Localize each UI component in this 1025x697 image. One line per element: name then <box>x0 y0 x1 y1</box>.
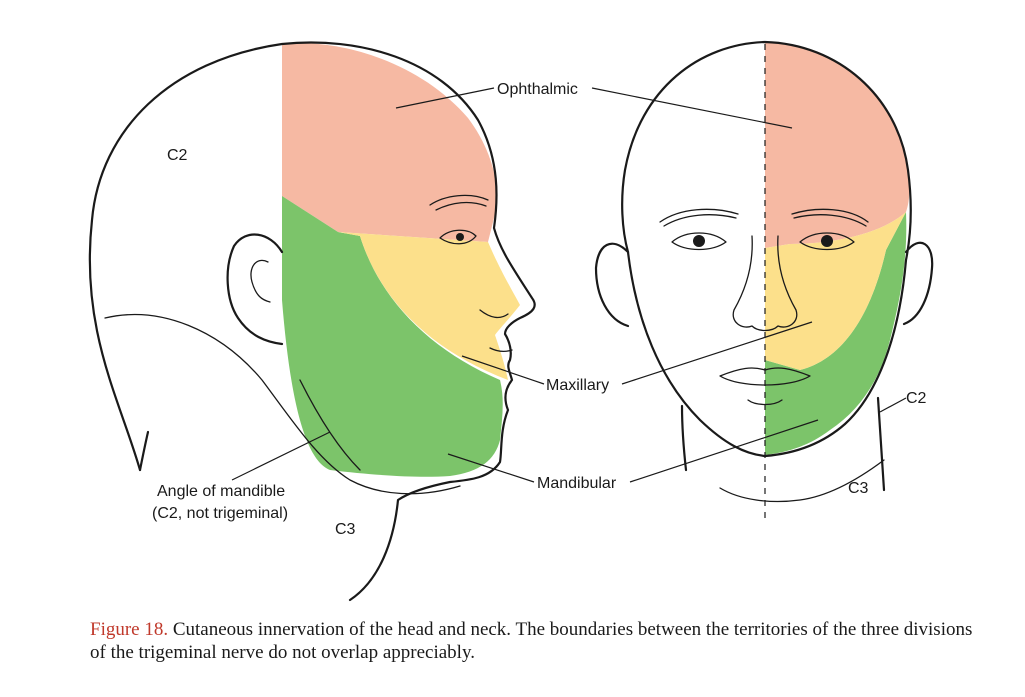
profile-ophthalmic-region <box>282 43 497 242</box>
profile-c2-c3-boundary <box>104 314 461 495</box>
angle-label-line2: (C2, not trigeminal) <box>152 505 288 522</box>
profile-eyebrow <box>429 194 489 211</box>
frontal-c3-boundary <box>719 459 885 503</box>
frontal-right-eyebrow <box>791 208 869 227</box>
frontal-head <box>594 40 934 520</box>
figure-caption: Figure 18. Cutaneous innervation of the … <box>90 618 990 664</box>
frontal-left-ear <box>594 242 630 328</box>
angle-leader <box>231 431 331 481</box>
mandibular-leader-right <box>629 419 819 483</box>
caption-text: Cutaneous innervation of the head and ne… <box>90 619 973 663</box>
ophthalmic-label: Ophthalmic <box>497 81 578 98</box>
frontal-left-eye <box>671 232 727 251</box>
frontal-mouth <box>719 367 811 386</box>
figure-label: Figure 18. <box>90 619 169 640</box>
profile-head <box>88 41 536 602</box>
frontal-right-ear <box>902 241 934 326</box>
frontal-nose <box>732 235 798 332</box>
frontal-c3-label: C3 <box>848 480 869 497</box>
frontal-neck <box>680 396 886 492</box>
frontal-maxillary-region <box>765 212 906 370</box>
profile-c2-label: C2 <box>167 147 188 164</box>
frontal-right-eye <box>799 232 855 251</box>
frontal-ophthalmic-region <box>765 42 910 248</box>
frontal-left-eyebrow <box>659 208 739 227</box>
mandibular-leader-left <box>447 453 535 483</box>
profile-c3-label: C3 <box>335 521 356 538</box>
maxillary-label: Maxillary <box>546 377 609 394</box>
ophthalmic-leader-right <box>591 87 793 129</box>
maxillary-leader-right <box>621 321 813 385</box>
profile-mandibular-region <box>282 196 503 477</box>
profile-maxillary-region <box>338 232 520 380</box>
frontal-mandibular-region <box>765 212 907 455</box>
profile-head-outline <box>88 41 536 602</box>
mandibular-label: Mandibular <box>537 475 617 492</box>
frontal-c2-label: C2 <box>906 390 927 407</box>
profile-eye <box>439 229 477 245</box>
profile-neck-back <box>138 430 150 472</box>
maxillary-leader-left <box>461 355 545 385</box>
ophthalmic-leader-left <box>395 87 495 109</box>
angle-label-line1: Angle of mandible <box>157 483 285 500</box>
profile-ear <box>226 233 284 346</box>
